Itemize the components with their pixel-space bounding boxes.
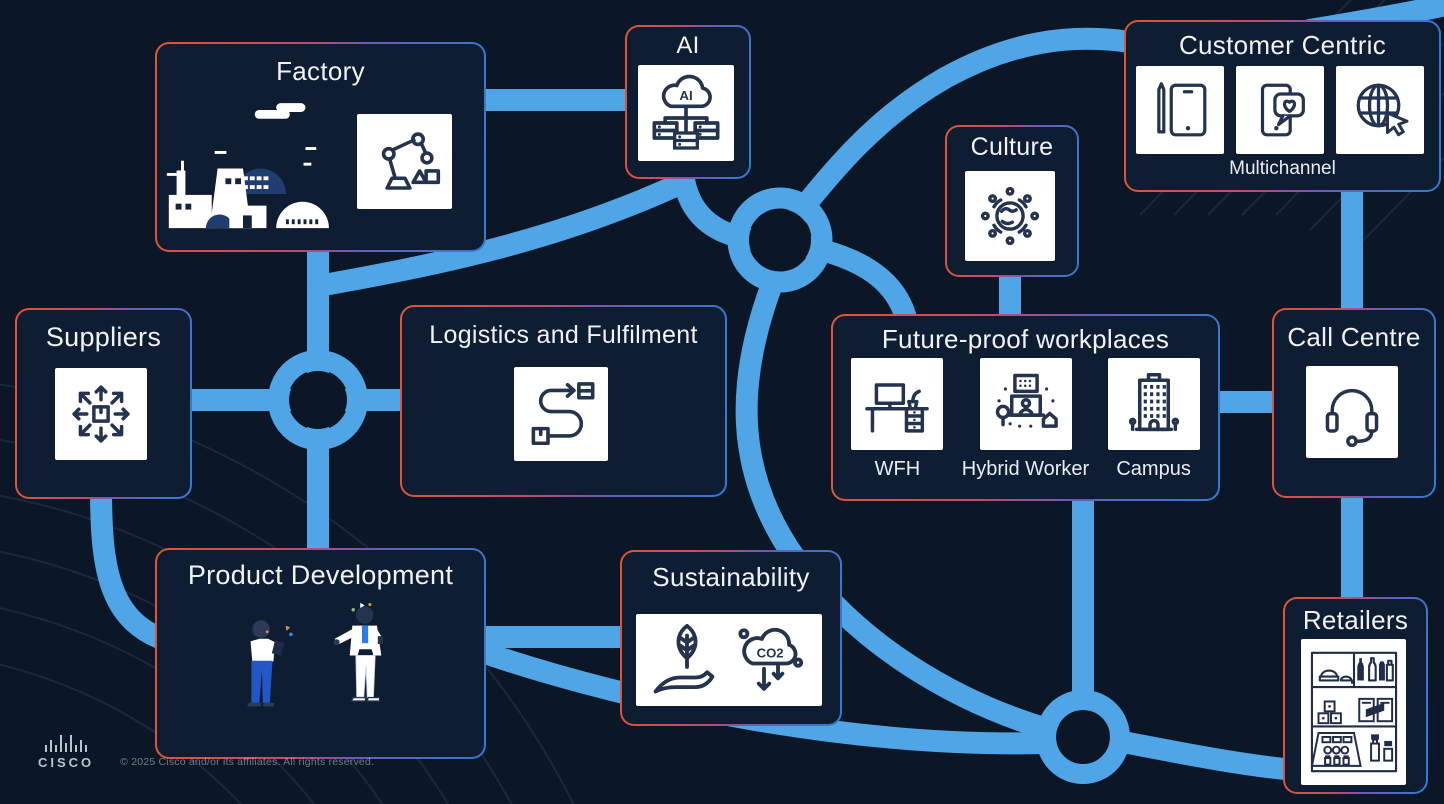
culture-title: Culture: [970, 133, 1054, 161]
two-people-illustration: [247, 602, 384, 707]
node-ai: AI: [625, 25, 751, 179]
node-factory: Factory: [155, 42, 486, 252]
node-retailers: Retailers: [1283, 597, 1428, 794]
sustainability-title: Sustainability: [652, 562, 810, 592]
hybrid-video-call-icon: [995, 373, 1058, 428]
ai-cloud-label: AI: [679, 88, 692, 103]
copyright-text: © 2025 Cisco and/or its affiliates. All …: [120, 756, 375, 768]
home-desk-icon: [865, 383, 930, 433]
multichannel-label: Multichannel: [1229, 158, 1336, 179]
junction-hub-bottom-ring: [1036, 690, 1130, 784]
node-sustainability: Sustainability: [620, 550, 842, 726]
link-hub-customercentric: [768, 27, 1141, 250]
link-branch-ai: [307, 171, 695, 297]
phone-heart-chat-icon: [1260, 83, 1305, 137]
node-customer-centric: Customer Centric: [1124, 20, 1441, 192]
global-community-icon: [980, 186, 1040, 246]
ai-cloud-servers-icon: AI: [652, 74, 720, 150]
campus-label: Campus: [1116, 458, 1191, 480]
product-development-title: Product Development: [187, 560, 454, 590]
junction-hub-centre-ring: [727, 187, 833, 293]
factory-illustration: [166, 103, 329, 229]
delivery-route-icon: [531, 382, 595, 446]
factory-title: Factory: [276, 56, 365, 86]
future-proof-title: Future-proof workplaces: [881, 324, 1170, 354]
globe-cursor-icon: [1356, 83, 1409, 137]
tablet-stylus-icon: [1157, 82, 1207, 137]
office-building-icon: [1128, 372, 1179, 432]
node-suppliers: Suppliers: [15, 308, 192, 499]
robot-arm-icon: [381, 131, 440, 190]
node-culture: Culture: [945, 125, 1079, 277]
node-logistics: Logistics and Fulfilment: [400, 305, 727, 497]
hybrid-worker-label: Hybrid Worker: [961, 458, 1090, 480]
cisco-logo: CISCO: [38, 735, 94, 770]
junction-hub-bottom: [1056, 710, 1110, 764]
co2-reduction-icon: CO2: [738, 627, 804, 691]
headset-icon: [1325, 388, 1379, 448]
logistics-title: Logistics and Fulfilment: [429, 321, 698, 349]
ai-title: AI: [676, 32, 700, 59]
link-suppliers-productdev: [90, 477, 176, 651]
node-call-centre: Call Centre: [1272, 308, 1436, 498]
junction-hub-centre: [749, 209, 811, 271]
link-bottomhub-retailers: [1107, 730, 1306, 781]
cisco-logo-text: CISCO: [38, 755, 95, 770]
leaf-hand-icon: [653, 623, 715, 694]
footer: CISCO © 2025 Cisco and/or its affiliates…: [38, 735, 374, 770]
distribution-box-icon: [72, 385, 130, 443]
junction-hub-left-ring: [268, 350, 368, 450]
co2-label: CO2: [757, 645, 784, 660]
node-future-proof: Future-proof workplaces: [831, 314, 1220, 501]
wfh-label: WFH: [874, 458, 921, 480]
junction-rings: [268, 187, 1130, 784]
suppliers-title: Suppliers: [45, 322, 162, 352]
junction-hub-left: [289, 371, 347, 429]
retailers-title: Retailers: [1302, 605, 1409, 635]
node-product-development: Product Development: [155, 548, 486, 759]
customer-centric-title: Customer Centric: [1178, 30, 1387, 60]
store-shelves-illustration: [1310, 651, 1397, 773]
call-centre-title: Call Centre: [1287, 322, 1421, 352]
cisco-logo-bars-icon: [44, 735, 88, 752]
